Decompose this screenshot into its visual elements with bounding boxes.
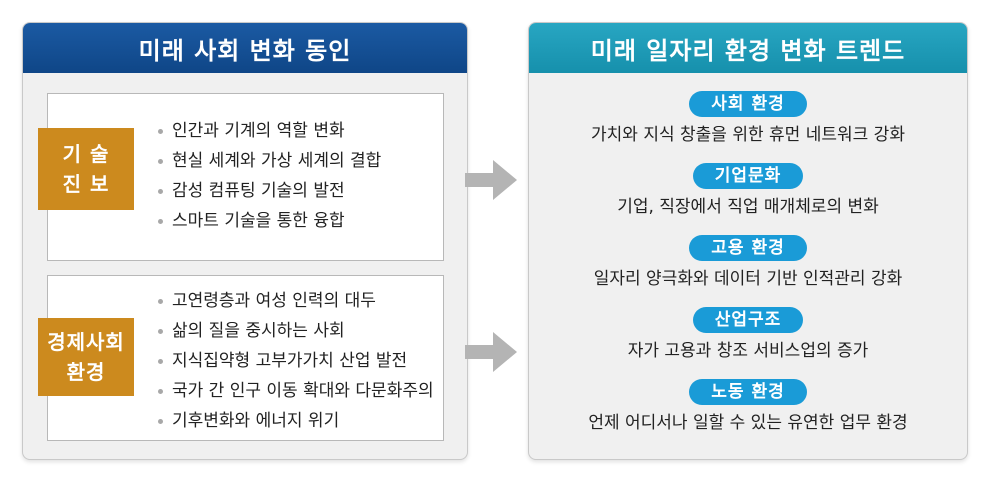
factor-socioeconomic-list: 고연령층과 여성 인력의 대두 삶의 질을 중시하는 사회 지식집약형 고부가가…: [158, 286, 434, 436]
trend-tag: 사회 환경: [689, 91, 807, 117]
trend-item: 기업문화 기업, 직장에서 직업 매개체로의 변화: [529, 163, 967, 235]
trend-list: 사회 환경 가치와 지식 창출을 위한 휴먼 네트워크 강화 기업문화 기업, …: [529, 91, 967, 451]
list-item: 현실 세계와 가상 세계의 결합: [158, 146, 381, 176]
right-arrow-icon: [465, 160, 517, 200]
trend-tag: 고용 환경: [689, 235, 807, 261]
trend-tag: 기업문화: [692, 163, 804, 189]
right-arrow-icon: [465, 332, 517, 372]
trend-tag: 노동 환경: [689, 379, 807, 405]
factor-label-line: 기 술: [62, 142, 110, 166]
factor-label-line: 환경: [66, 360, 106, 384]
drivers-panel: 미래 사회 변화 동인 기 술 진 보 인간과 기계의 역할 변화 현실 세계와…: [22, 22, 468, 460]
trend-item: 노동 환경 언제 어디서나 일할 수 있는 유연한 업무 환경: [529, 379, 967, 451]
trend-description: 자가 고용과 창조 서비스업의 증가: [627, 341, 869, 361]
trend-tag: 산업구조: [692, 307, 804, 333]
trend-item: 사회 환경 가치와 지식 창출을 위한 휴먼 네트워크 강화: [529, 91, 967, 163]
trends-panel-title: 미래 일자리 환경 변화 트렌드: [529, 23, 967, 73]
list-item: 국가 간 인구 이동 확대와 다문화주의: [158, 376, 434, 406]
trends-panel: 미래 일자리 환경 변화 트렌드 사회 환경 가치와 지식 창출을 위한 휴먼 …: [528, 22, 968, 460]
list-item: 고연령층과 여성 인력의 대두: [158, 286, 434, 316]
factor-socioeconomic-label: 경제사회 환경: [38, 318, 134, 396]
trend-description: 기업, 직장에서 직업 매개체로의 변화: [617, 197, 879, 217]
list-item: 감성 컴퓨팅 기술의 발전: [158, 176, 381, 206]
list-item: 스마트 기술을 통한 융합: [158, 206, 381, 236]
trend-description: 가치와 지식 창출을 위한 휴먼 네트워크 강화: [591, 125, 905, 145]
factor-technology-box: 기 술 진 보 인간과 기계의 역할 변화 현실 세계와 가상 세계의 결합 감…: [38, 93, 444, 261]
factor-label-line: 경제사회: [47, 330, 125, 354]
trend-description: 일자리 양극화와 데이터 기반 인적관리 강화: [593, 269, 903, 289]
trend-item: 고용 환경 일자리 양극화와 데이터 기반 인적관리 강화: [529, 235, 967, 307]
list-item: 기후변화와 에너지 위기: [158, 406, 434, 436]
factor-socioeconomic-box: 경제사회 환경 고연령층과 여성 인력의 대두 삶의 질을 중시하는 사회 지식…: [38, 275, 444, 441]
list-item: 지식집약형 고부가가치 산업 발전: [158, 346, 434, 376]
list-item: 삶의 질을 중시하는 사회: [158, 316, 434, 346]
factor-label-line: 진 보: [62, 172, 110, 196]
factor-technology-list: 인간과 기계의 역할 변화 현실 세계와 가상 세계의 결합 감성 컴퓨팅 기술…: [158, 116, 381, 236]
trend-description: 언제 어디서나 일할 수 있는 유연한 업무 환경: [588, 413, 908, 433]
trend-item: 산업구조 자가 고용과 창조 서비스업의 증가: [529, 307, 967, 379]
list-item: 인간과 기계의 역할 변화: [158, 116, 381, 146]
drivers-panel-title: 미래 사회 변화 동인: [23, 23, 467, 73]
factor-technology-label: 기 술 진 보: [38, 128, 134, 210]
